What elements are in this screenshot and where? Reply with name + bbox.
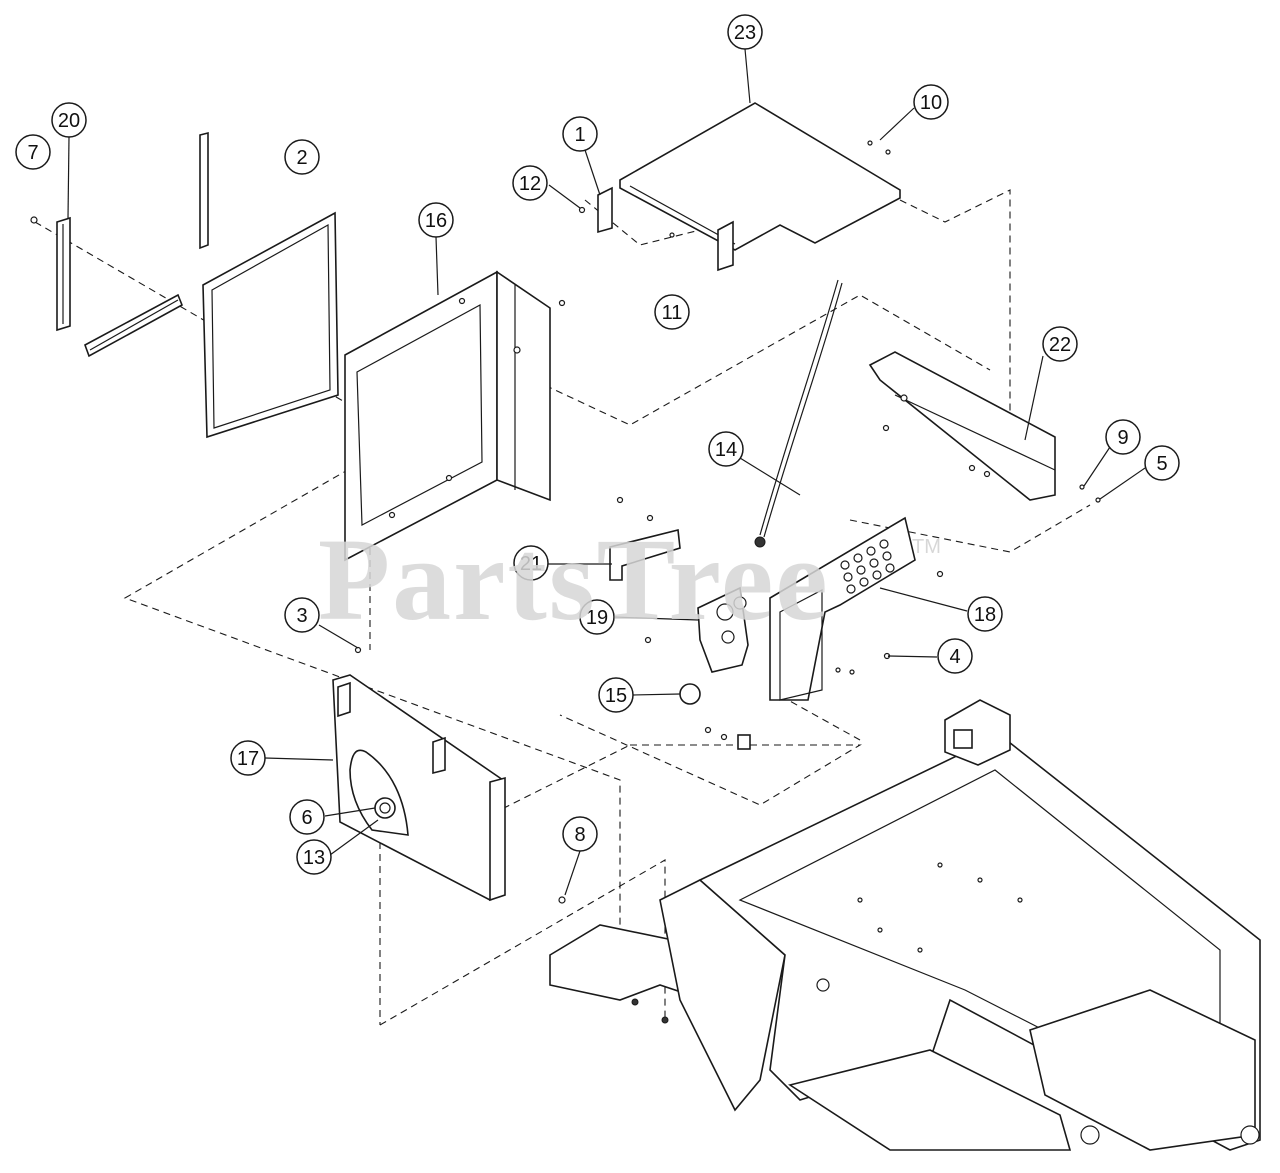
svg-text:20: 20 xyxy=(58,110,80,132)
callout-15[interactable]: 15 xyxy=(598,677,634,713)
callout-3[interactable]: 3 xyxy=(284,597,320,633)
svg-text:7: 7 xyxy=(27,142,38,164)
part-18-switch-panel xyxy=(769,516,944,701)
svg-text:21: 21 xyxy=(520,553,542,575)
callout-1[interactable]: 1 xyxy=(562,116,598,152)
callout-6[interactable]: 6 xyxy=(289,799,325,835)
callout-leaders xyxy=(67,48,1146,896)
svg-text:2: 2 xyxy=(296,147,307,169)
svg-text:14: 14 xyxy=(715,439,737,461)
callout-17[interactable]: 17 xyxy=(230,740,266,776)
svg-text:4: 4 xyxy=(949,646,960,668)
callout-7[interactable]: 7 xyxy=(15,134,51,170)
svg-text:17: 17 xyxy=(237,748,259,770)
part-22-bracket xyxy=(868,351,1101,503)
trademark-mark: TM xyxy=(912,536,941,558)
part-15-knob xyxy=(679,683,701,705)
callout-23[interactable]: 23 xyxy=(727,14,763,50)
svg-text:22: 22 xyxy=(1049,334,1071,356)
part-2-window-frame xyxy=(202,211,339,439)
callout-9[interactable]: 9 xyxy=(1105,419,1141,455)
callout-16[interactable]: 16 xyxy=(418,202,454,238)
callout-20[interactable]: 20 xyxy=(51,102,87,138)
callout-14[interactable]: 14 xyxy=(708,431,744,467)
part-17-side-panel xyxy=(332,646,566,904)
hardware-bits xyxy=(704,726,751,750)
callout-10[interactable]: 10 xyxy=(913,84,949,120)
tractor-frame xyxy=(549,699,1261,1151)
svg-text:1: 1 xyxy=(574,124,585,146)
callout-4[interactable]: 4 xyxy=(937,638,973,674)
svg-text:23: 23 xyxy=(734,22,756,44)
part-20-bracket xyxy=(30,131,209,358)
part-14-cable xyxy=(754,279,843,548)
callout-18[interactable]: 18 xyxy=(967,596,1003,632)
part-19-control-plate xyxy=(644,586,749,673)
svg-text:9: 9 xyxy=(1117,427,1128,449)
svg-text:10: 10 xyxy=(920,92,942,114)
svg-text:12: 12 xyxy=(519,173,541,195)
svg-text:5: 5 xyxy=(1156,453,1167,475)
switch-holes xyxy=(840,539,895,594)
callout-19[interactable]: 19 xyxy=(579,599,615,635)
callout-12[interactable]: 12 xyxy=(512,165,548,201)
svg-text:15: 15 xyxy=(605,685,627,707)
svg-text:18: 18 xyxy=(974,604,996,626)
part-23-top-cover xyxy=(578,102,901,272)
callout-8[interactable]: 8 xyxy=(562,816,598,852)
callout-21[interactable]: 21 xyxy=(513,545,549,581)
svg-text:3: 3 xyxy=(296,605,307,627)
callouts: 23 10 1 12 20 7 2 16 11 22 9 5 14 21 19 … xyxy=(15,14,1180,875)
svg-text:19: 19 xyxy=(586,607,608,629)
callout-13[interactable]: 13 xyxy=(296,839,332,875)
svg-text:6: 6 xyxy=(301,807,312,829)
callout-11[interactable]: 11 xyxy=(654,294,690,330)
svg-text:11: 11 xyxy=(662,302,683,324)
svg-text:8: 8 xyxy=(574,824,585,846)
svg-text:16: 16 xyxy=(425,210,447,232)
callout-22[interactable]: 22 xyxy=(1042,326,1078,362)
part-16-front-panel xyxy=(344,270,566,562)
callout-2[interactable]: 2 xyxy=(284,139,320,175)
svg-text:13: 13 xyxy=(303,847,325,869)
callout-5[interactable]: 5 xyxy=(1144,445,1180,481)
part-21-bracket xyxy=(609,496,681,581)
